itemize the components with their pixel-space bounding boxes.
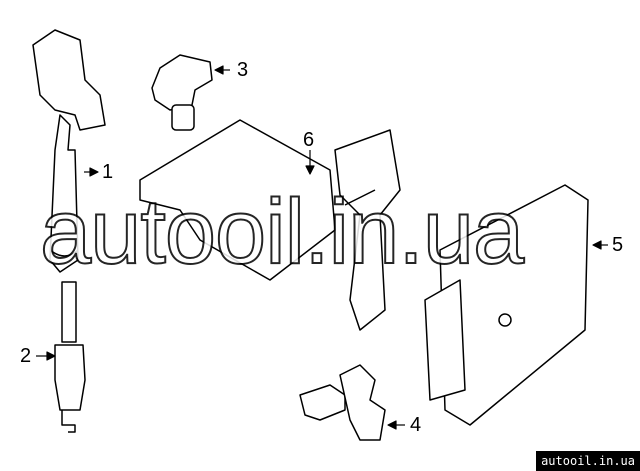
callout-3: 3 [237,59,249,81]
callout-1: 1 [102,161,114,183]
crankshaft-position-sensor [299,364,386,441]
engine-control-module [424,184,589,426]
callout-4: 4 [410,414,422,436]
spark-plug [54,281,86,433]
camshaft-position-sensor [151,54,213,131]
ecm-bracket [139,119,401,331]
watermark-badge: autooil.in.ua [536,451,640,471]
watermark: autooil.in.ua [39,180,525,284]
callout-2: 2 [20,345,32,367]
ignition-coil [32,29,106,273]
callout-5: 5 [612,234,624,256]
callout-6: 6 [303,129,315,151]
